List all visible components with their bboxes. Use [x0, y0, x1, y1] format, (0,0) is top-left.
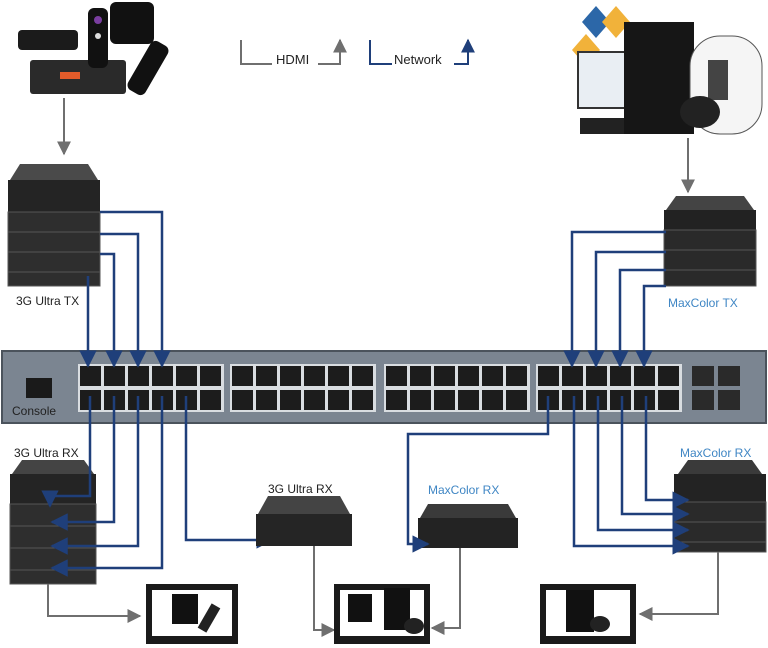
streaming-boxes-icon — [18, 2, 169, 96]
rj45-port-icon — [200, 366, 221, 386]
rj45-port-icon — [482, 366, 503, 386]
tx-3g-stack — [7, 164, 101, 287]
rj45-port-icon — [634, 366, 655, 386]
tx-3g-stack-label: 3G Ultra TX — [16, 294, 80, 308]
sfp-port-icon — [692, 366, 714, 386]
hdmi-rx-to-tv-links — [47, 546, 719, 637]
rj45-port-icon — [176, 366, 197, 386]
rx-3g-single-label: 3G Ultra RX — [268, 482, 333, 496]
rj45-port-icon — [352, 366, 373, 386]
rj45-port-icon — [634, 390, 655, 410]
rj45-port-icon — [256, 366, 277, 386]
rj45-port-icon — [538, 366, 559, 386]
rj45-port-icon — [80, 366, 101, 386]
network-tx-maxcolor-links — [563, 230, 666, 368]
rj45-port-icon — [562, 390, 583, 410]
tv-icon — [540, 584, 636, 644]
console-port-icon — [26, 378, 52, 398]
rx-maxcolor-single-label: MaxColor RX — [428, 483, 500, 497]
rx-maxcolor-single — [418, 504, 518, 548]
rj45-port-icon — [458, 390, 479, 410]
rj45-port-icon — [386, 390, 407, 410]
rj45-port-icon — [352, 390, 373, 410]
rx-3g-single — [256, 496, 352, 546]
rj45-port-icon — [506, 390, 527, 410]
sfp-port-icon — [718, 390, 740, 410]
rj45-port-icon — [410, 366, 431, 386]
tv-icon — [146, 584, 238, 644]
network-rx-maxcolor-single — [406, 396, 550, 553]
tx-maxcolor-stack — [663, 196, 757, 287]
rx-maxcolor-stack — [673, 460, 767, 553]
rj45-port-icon — [280, 366, 301, 386]
rj45-port-icon — [434, 390, 455, 410]
rj45-port-icon — [152, 366, 173, 386]
legend-network-label: Network — [394, 52, 442, 67]
rx-3g-stack-label: 3G Ultra RX — [14, 446, 79, 460]
rj45-port-icon — [586, 366, 607, 386]
rj45-port-icon — [658, 390, 679, 410]
network-rx-maxcolor-links — [572, 396, 690, 555]
rj45-port-icon — [200, 390, 221, 410]
rj45-port-icon — [610, 390, 631, 410]
rj45-port-icon — [386, 366, 407, 386]
rj45-port-icon — [658, 366, 679, 386]
rj45-port-icon — [280, 390, 301, 410]
network-switch — [1, 350, 767, 424]
rj45-port-icon — [434, 366, 455, 386]
rj45-port-icon — [128, 366, 149, 386]
rx-3g-stack — [9, 460, 97, 585]
rj45-port-icon — [586, 390, 607, 410]
rj45-port-icon — [328, 366, 349, 386]
sfp-port-icon — [692, 390, 714, 410]
rj45-port-icon — [506, 366, 527, 386]
rj45-port-icon — [304, 390, 325, 410]
console-label: Console — [12, 404, 57, 418]
rj45-port-icon — [304, 366, 325, 386]
sfp-port-icon — [718, 366, 740, 386]
rj45-port-icon — [562, 366, 583, 386]
rj45-port-icon — [104, 366, 125, 386]
rj45-port-icon — [482, 390, 503, 410]
legend-hdmi-label: HDMI — [276, 52, 310, 67]
rj45-port-icon — [458, 366, 479, 386]
rj45-port-icon — [256, 390, 277, 410]
network-tx-3g-links — [79, 210, 171, 368]
rj45-port-icon — [232, 366, 253, 386]
rj45-port-icon — [610, 366, 631, 386]
rx-maxcolor-stack-label: MaxColor RX — [680, 446, 752, 460]
game-console-icon — [572, 6, 763, 135]
rj45-port-icon — [232, 390, 253, 410]
rj45-port-groups — [78, 364, 682, 412]
rj45-port-icon — [328, 390, 349, 410]
legend — [240, 38, 475, 70]
tx-maxcolor-stack-label: MaxColor TX — [668, 296, 738, 310]
network-rx-3g-links — [41, 396, 274, 577]
rj45-port-icon — [410, 390, 431, 410]
tv-icon — [334, 584, 430, 644]
